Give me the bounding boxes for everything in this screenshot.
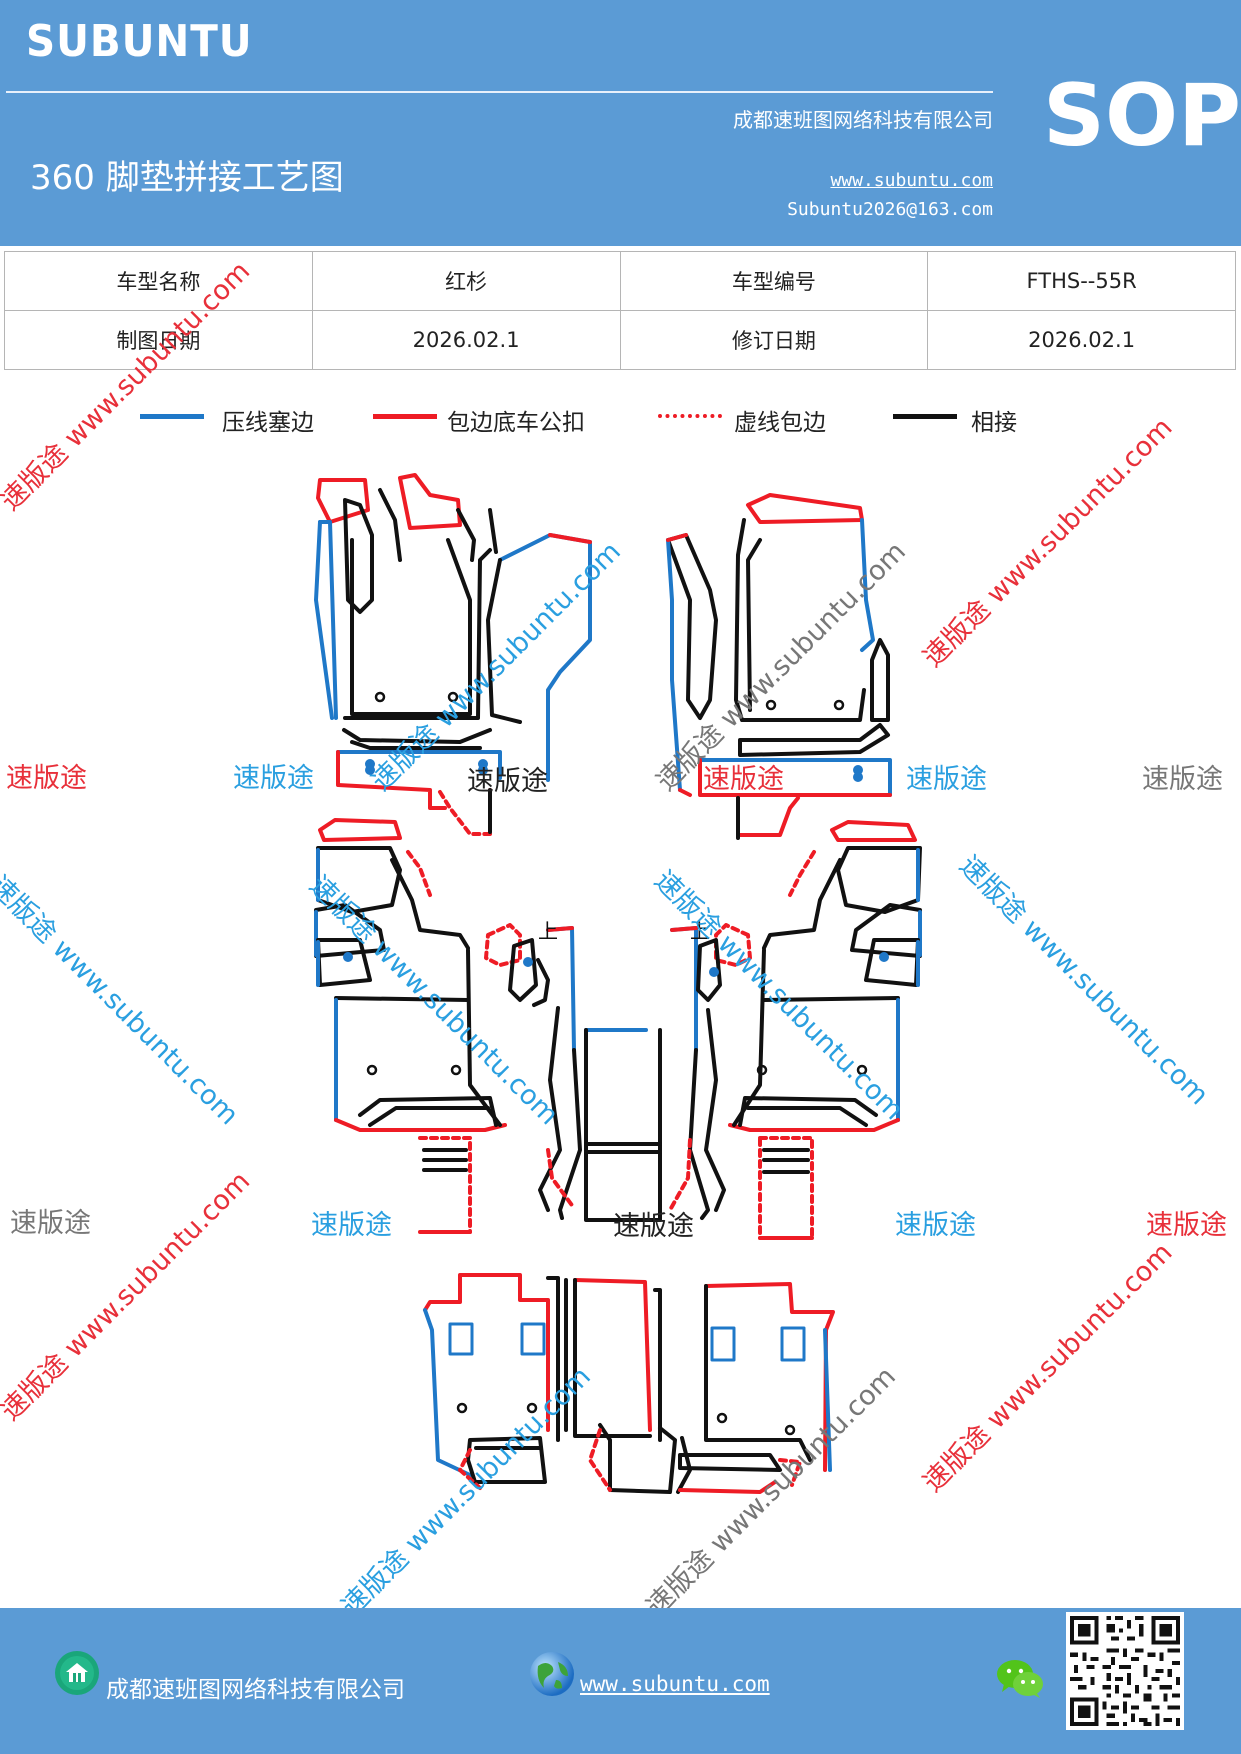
header-banner: SUBUNTU 成都速班图网络科技有限公司 360 脚垫拼接工艺图 www.su… — [0, 0, 1241, 246]
header-divider — [6, 91, 993, 93]
table-cell: 红杉 — [311, 251, 621, 311]
watermark-short: 速版途 — [703, 764, 784, 795]
footer-website-link[interactable]: www.subuntu.com — [580, 1672, 770, 1696]
legend-label: 压线塞边 — [222, 410, 314, 436]
watermark-short: 速版途 — [311, 1210, 392, 1241]
legend-swatch — [373, 414, 437, 419]
up-marker-right: 上 — [690, 919, 710, 943]
watermark-short: 速版途 — [467, 766, 548, 797]
table-row: 制图日期 2026.02.1 修订日期 2026.02.1 — [4, 310, 1236, 370]
legend-label: 包边底车公扣 — [447, 410, 585, 436]
company-name: 成都速班图网络科技有限公司 — [733, 108, 993, 132]
watermark-short: 速版途 — [233, 763, 314, 794]
legend-swatch — [140, 414, 204, 419]
vehicle-info-table: 车型名称 红杉 车型编号 FTHS--55R 制图日期 2026.02.1 修订… — [4, 251, 1236, 370]
mat-front-right — [666, 493, 892, 840]
page-title: 360 脚垫拼接工艺图 — [30, 158, 344, 198]
watermark-short: 速版途 — [906, 764, 987, 795]
up-marker-left: 上 — [538, 919, 558, 943]
qr-code-pattern — [1066, 1612, 1184, 1730]
email-address[interactable]: Subuntu2026@163.com — [787, 199, 993, 220]
watermark-short: 速版途 — [613, 1211, 694, 1242]
table-row: 车型名称 红杉 车型编号 FTHS--55R — [4, 251, 1236, 311]
mat-front-left — [314, 473, 592, 836]
legend-label: 虚线包边 — [734, 410, 826, 436]
table-cell: 车型名称 — [4, 251, 313, 311]
mat-rear-right — [696, 820, 922, 1132]
table-cell: 2026.02.1 — [927, 310, 1236, 370]
mat-rear-left — [314, 818, 522, 1132]
website-link[interactable]: www.subuntu.com — [830, 170, 993, 191]
footer-company: 成都速班图网络科技有限公司 — [106, 1677, 405, 1703]
table-cell: 修订日期 — [619, 310, 929, 370]
footer-banner: 成都速班图网络科技有限公司 www.subuntu.com — [0, 1608, 1241, 1754]
legend-label: 相接 — [971, 410, 1017, 436]
mat-third-row — [423, 1273, 835, 1494]
watermark-short: 速版途 — [10, 1208, 91, 1239]
table-cell: FTHS--55R — [927, 251, 1236, 311]
sop-badge: SOP — [1043, 66, 1241, 166]
wechat-icon[interactable] — [996, 1658, 1044, 1700]
home-icon — [55, 1651, 99, 1695]
legend-swatch — [658, 414, 722, 418]
legend-swatch — [893, 414, 957, 419]
watermark-short: 速版途 — [1142, 764, 1223, 795]
watermark-short: 速版途 — [1146, 1210, 1227, 1241]
watermark-short: 速版途 — [6, 763, 87, 794]
brand-logo: SUBUNTU — [26, 16, 253, 67]
table-cell: 制图日期 — [4, 310, 313, 370]
mat-small-pads — [418, 1136, 814, 1240]
watermark-short: 速版途 — [895, 1210, 976, 1241]
table-cell: 2026.02.1 — [311, 310, 621, 370]
table-cell: 车型编号 — [619, 251, 929, 311]
qr-code[interactable] — [1066, 1612, 1184, 1730]
mat-centre-tunnel — [508, 926, 726, 1222]
globe-icon — [530, 1652, 574, 1696]
